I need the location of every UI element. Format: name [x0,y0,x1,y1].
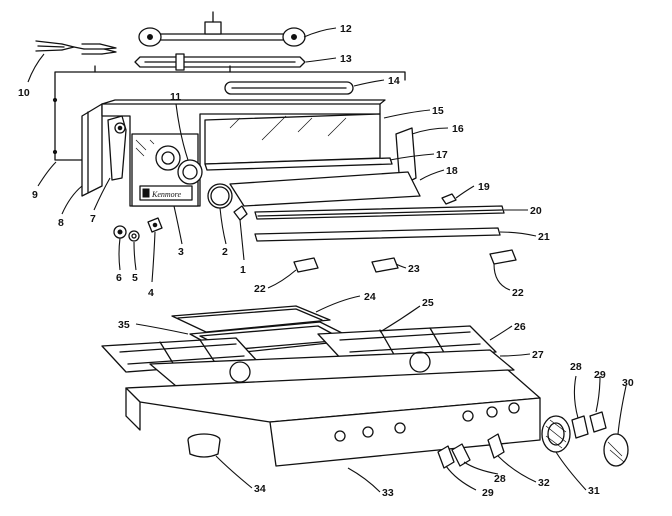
part-34-drip-cup [187,433,221,458]
callout-9: 9 [32,189,38,201]
callout-1: 1 [240,264,246,276]
part-15-glass-window [204,113,381,165]
callout-20: 20 [530,205,542,217]
callout-21: 21 [538,231,550,243]
part-8-side-panel [81,103,103,197]
part-2-bezel [207,183,233,209]
callout-19: 19 [478,181,490,193]
callout-11: 11 [170,91,181,103]
part-29-knob-upper [589,411,607,433]
callout-27: 27 [532,349,544,361]
part-28-knob-lower [451,443,471,467]
callout-35: 35 [118,319,130,331]
callout-32: 32 [538,477,550,489]
callout-16: 16 [452,123,464,135]
part-4-switch [147,217,163,233]
part-28-knob-upper [571,415,589,439]
callout-22-right: 22 [512,287,524,299]
part-23-bracket [371,257,399,273]
part-22-bracket-right [489,249,517,265]
part-6-lamp-socket [113,225,127,239]
callout-2: 2 [222,246,228,258]
part-7-hinge-bracket [107,115,127,181]
part-10-spit-forks [35,40,117,55]
callout-10: 10 [18,87,30,99]
part-9-rear-panel [52,65,406,161]
part-20-rail [254,205,505,220]
part-27-burner-tray [149,349,515,387]
callout-22-left: 22 [254,283,266,295]
callout-29-lower: 29 [482,487,494,499]
part-5-grommet [128,230,140,242]
part-22-bracket-left [293,257,319,273]
part-21-rail [254,227,501,242]
callout-17: 17 [436,149,448,161]
callout-18: 18 [446,165,458,177]
callout-3: 3 [178,246,184,258]
callout-7: 7 [90,213,96,225]
part-19-clip [441,193,457,205]
callout-12: 12 [340,23,352,35]
part-12-rotisserie-rod-assembly [138,11,306,47]
nameplate-text: Kenmore [151,190,181,199]
part-11-timer-clock [177,159,203,185]
callout-23: 23 [408,263,420,275]
callout-13: 13 [340,53,352,65]
part-29-knob-lower [437,445,455,469]
part-13-spit-rod [134,53,306,71]
callout-6: 6 [116,272,122,284]
callout-labels: 1 2 3 4 5 6 7 8 9 10 11 12 13 14 15 16 1… [18,23,634,499]
callout-28-lower: 28 [494,473,506,485]
callout-33: 33 [382,487,394,499]
part-24-griddle [171,305,331,333]
callout-31: 31 [588,485,600,497]
part-32-knob [487,433,505,459]
part-31-valve-knob [541,415,571,453]
callout-24: 24 [364,291,376,303]
part-33-cooktop-base [125,369,541,467]
part-17-trim-strip [204,157,393,171]
part-1-timer-knob [233,205,248,221]
part-30-knob [603,433,629,467]
callout-28-upper: 28 [570,361,582,373]
callout-4: 4 [148,287,154,299]
callout-25: 25 [422,297,434,309]
callout-29-upper: 29 [594,369,606,381]
callout-30: 30 [622,377,634,389]
callout-14: 14 [388,75,400,87]
callout-leaders [27,27,627,493]
callout-34: 34 [254,483,266,495]
part-14-burner-tube [224,81,354,95]
callout-26: 26 [514,321,526,333]
callout-5: 5 [132,272,138,284]
part-18-shelf [229,171,421,207]
callout-8: 8 [58,217,64,229]
callout-15: 15 [432,105,444,117]
